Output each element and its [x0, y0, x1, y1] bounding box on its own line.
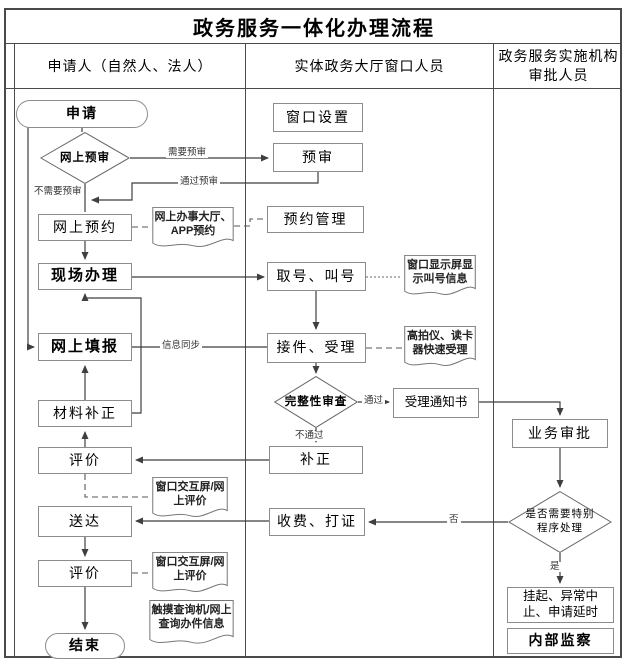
node-online-fill: 网上填报: [38, 333, 132, 361]
doc-eval-screen-2: 窗口交互屏/网上评价: [152, 552, 228, 595]
node-apply: 申请: [16, 100, 148, 128]
node-deliver: 送达: [38, 506, 132, 537]
doc-scanner: 高拍仪、读卡器快速受理: [404, 326, 476, 369]
lane-header-approver: 政务服务实施机构审批人员: [498, 48, 619, 83]
node-accept-notice: 受理通知书: [393, 388, 479, 418]
doc-booking-channel: 网上办事大厅、APP预约: [152, 207, 234, 250]
node-accept: 接件、受理: [267, 333, 366, 363]
node-material-fix: 材料补正: [38, 400, 132, 427]
lane-header-window-staff: 实体政务大厅窗口人员: [294, 57, 445, 74]
edge-label-fail: 不通过: [293, 430, 326, 442]
node-internal-watch: 内部监察: [507, 628, 614, 654]
doc-eval-screen-1: 窗口交互屏/网上评价: [152, 477, 228, 520]
node-fee-print: 收费、打证: [269, 508, 365, 536]
gutter-divider: [14, 43, 15, 657]
doc-query-kiosk: 触摸查询机/网上查询办件信息: [149, 600, 234, 647]
edge-label-no: 否: [447, 514, 461, 526]
node-online-booking: 网上预约: [38, 214, 132, 241]
edge-label-pass: 通过: [362, 395, 386, 407]
doc-call-screen: 窗口显示屏显示叫号信息: [404, 255, 476, 298]
node-evaluate-1: 评价: [38, 447, 132, 474]
lane-divider-2: [493, 43, 494, 657]
edge-label-yes: 是: [548, 561, 562, 573]
node-online-precheck: 网上预审: [40, 132, 130, 184]
node-window-setup: 窗口设置: [273, 103, 363, 132]
node-special-check: 是否需要特别程序处理: [508, 491, 612, 553]
node-fix: 补正: [269, 446, 363, 474]
node-business-approval: 业务审批: [512, 419, 608, 448]
node-precheck: 预审: [273, 143, 363, 172]
node-booking-mgmt: 预约管理: [267, 206, 364, 233]
node-end: 结束: [45, 633, 125, 659]
node-completeness-check: 完整性审查: [274, 376, 358, 428]
edge-label-pass-precheck: 通过预审: [178, 176, 221, 188]
edge-label-no-precheck: 不需要预审: [32, 186, 84, 198]
outer-frame: [4, 8, 622, 658]
node-evaluate-2: 评价: [38, 560, 132, 587]
header-divider: [4, 88, 622, 89]
page-title: 政务服务一体化办理流程: [193, 18, 435, 40]
node-onsite-handle: 现场办理: [38, 263, 132, 290]
node-suspend: 挂起、异常中止、申请延时: [507, 587, 614, 623]
edge-label-need-precheck: 需要预审: [166, 147, 209, 159]
node-ticket-call: 取号、叫号: [267, 262, 366, 291]
lane-header-applicant: 申请人（自然人、法人）: [47, 57, 213, 74]
title-divider: [4, 43, 622, 44]
lane-divider-1: [245, 43, 246, 657]
edge-label-info-sync: 信息同步: [160, 340, 203, 352]
